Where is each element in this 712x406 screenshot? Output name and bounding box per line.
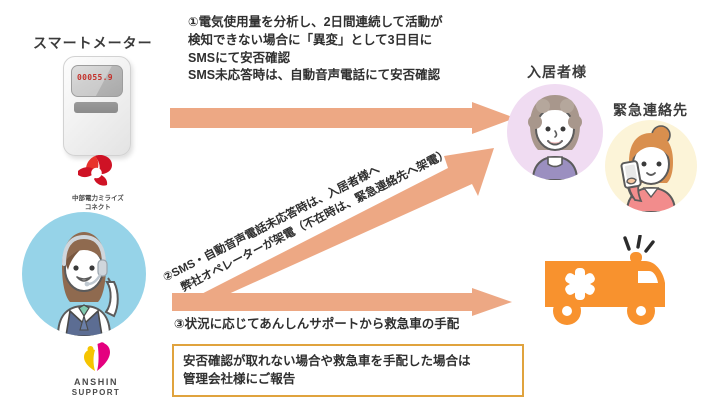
anshin-support-mark-icon bbox=[84, 342, 110, 371]
chuden-logo-caption: 中部電力ミライズ コネクト bbox=[72, 195, 124, 213]
arrow-step3 bbox=[172, 288, 512, 316]
arrow-step2 bbox=[178, 128, 508, 306]
anshin-logo-line1: ANSHIN bbox=[73, 377, 119, 387]
chuden-mark-icon bbox=[78, 155, 112, 186]
emergency-contact-avatar-icon bbox=[620, 125, 677, 212]
chuden-logo: 中部電力ミライズ コネクト bbox=[72, 153, 124, 213]
emergency-contact-avatar bbox=[605, 120, 697, 212]
resident-avatar bbox=[507, 84, 603, 180]
report-callout-text: 安否確認が取れない場合や救急車を手配した場合は 管理会社様にご報告 bbox=[183, 354, 471, 387]
ambulance-icon bbox=[545, 234, 665, 325]
ambulance bbox=[545, 234, 673, 340]
operator-avatar bbox=[22, 212, 146, 336]
meter-display-screen: 00055.9 bbox=[71, 65, 123, 97]
anshin-support-logo: ANSHIN SUPPORT bbox=[66, 340, 126, 398]
report-callout-box: 安否確認が取れない場合や救急車を手配した場合は 管理会社様にご報告 bbox=[172, 344, 524, 398]
emergency-contact-label: 緊急連絡先 bbox=[613, 102, 688, 118]
arrow-step1 bbox=[170, 102, 515, 134]
step3-description: ③状況に応じてあんしんサポートから救急車の手配 bbox=[174, 317, 460, 331]
resident-avatar-icon bbox=[528, 95, 582, 180]
smart-meter-device: 00055.9 bbox=[63, 56, 131, 156]
meter-reading-value: 00055.9 bbox=[77, 73, 113, 82]
chuden-logo-line2: コネクト bbox=[84, 203, 111, 211]
smart-meter-label: スマートメーター bbox=[33, 35, 153, 51]
chuden-logo-line1: 中部電力ミライズ bbox=[72, 195, 124, 202]
step1-description: ①電気使用量を分析し、2日間連続して活動が 検知できない場合に「異変」として3日… bbox=[188, 15, 443, 83]
resident-label: 入居者様 bbox=[527, 64, 587, 80]
operator-avatar-icon bbox=[56, 232, 119, 336]
anshin-logo-line2: SUPPORT bbox=[71, 388, 121, 398]
meter-slot bbox=[74, 102, 118, 113]
smart-meter-body: 00055.9 bbox=[63, 56, 131, 156]
